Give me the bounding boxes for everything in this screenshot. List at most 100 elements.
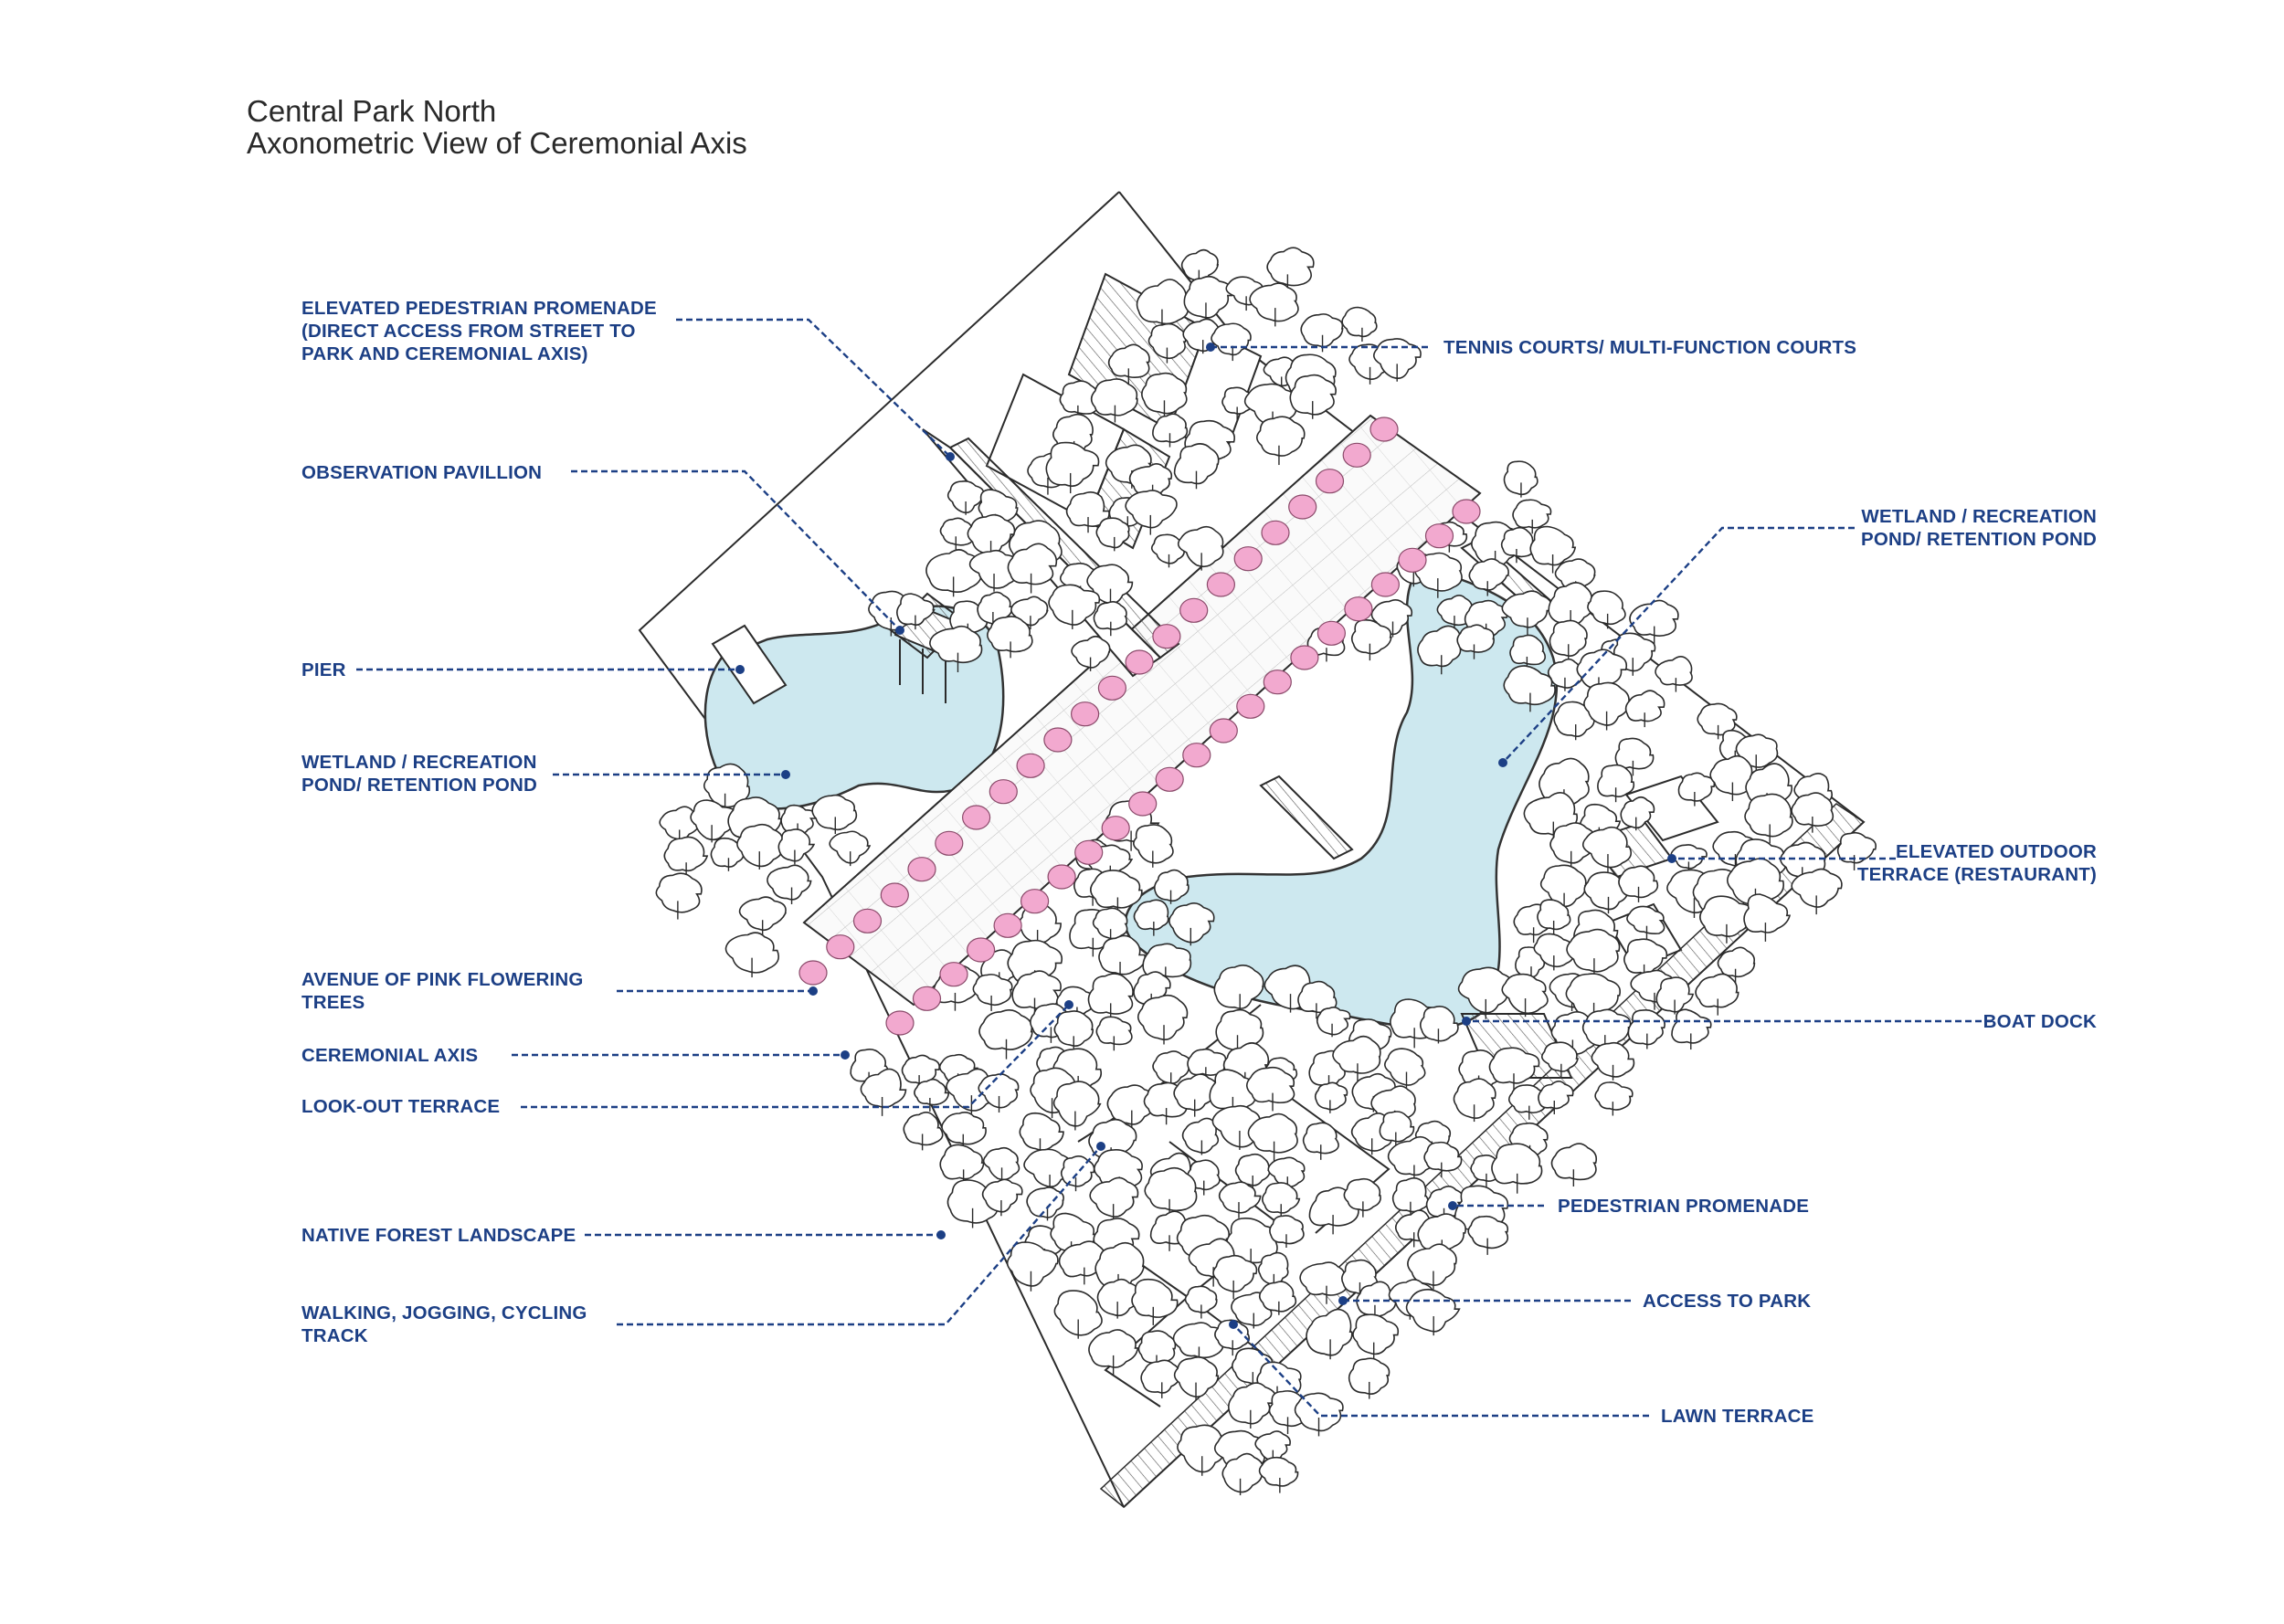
tree: [1214, 1319, 1250, 1356]
tree: [903, 1112, 944, 1151]
tree: [914, 1078, 950, 1112]
pink-tree-lower-row: [1263, 670, 1292, 695]
tree: [1006, 1241, 1059, 1292]
tree: [1249, 282, 1299, 327]
tree: [896, 593, 936, 630]
pink-tree-upper-row: [1016, 753, 1045, 778]
tree: [1744, 793, 1793, 844]
tree: [1168, 902, 1215, 946]
tree: [1026, 1186, 1064, 1221]
tree: [1538, 1081, 1574, 1115]
tree: [1488, 1047, 1540, 1092]
forest-trees: [655, 247, 1877, 1496]
pink-tree-lower-row: [1290, 645, 1319, 670]
tree: [1258, 1456, 1299, 1493]
label-boat-dock: BOAT DOCK: [1983, 1011, 2097, 1032]
pink-tree-lower-row: [1101, 816, 1130, 841]
tree: [1566, 928, 1621, 978]
tree: [1594, 1081, 1634, 1116]
tree: [1314, 1081, 1348, 1113]
tree: [1095, 1016, 1133, 1051]
tree: [655, 872, 703, 920]
tree: [1152, 1050, 1192, 1089]
tree: [1019, 1112, 1064, 1156]
tree: [1173, 443, 1220, 490]
tree: [1699, 895, 1754, 944]
tree: [1247, 1113, 1298, 1162]
label-wetland-left: WETLAND / RECREATION POND/ RETENTION PON…: [301, 752, 537, 796]
tree: [1266, 247, 1315, 294]
tree: [1384, 1048, 1426, 1088]
tree: [724, 932, 780, 978]
tree: [1137, 994, 1189, 1045]
tree: [978, 1073, 1020, 1113]
tree: [1173, 1355, 1220, 1400]
label-observation-pavillion: OBSERVATION PAVILLION: [301, 462, 543, 483]
tree: [1508, 1084, 1548, 1120]
tree: [1417, 1213, 1466, 1259]
label-walking-track: WALKING, JOGGING, CYCLING TRACK: [301, 1302, 587, 1346]
tree: [1316, 1006, 1351, 1038]
tree: [968, 549, 1019, 592]
tree: [1088, 1329, 1139, 1376]
tree: [929, 625, 983, 672]
tree: [1246, 1066, 1295, 1112]
tree: [1587, 590, 1626, 629]
tree: [1045, 441, 1100, 494]
tree: [1133, 824, 1174, 868]
tree: [925, 549, 982, 597]
tree: [811, 794, 858, 834]
tree: [1791, 792, 1835, 833]
leader-look-out-terrace: [521, 1004, 1070, 1109]
pink-tree-upper-row: [1070, 701, 1100, 727]
tree: [1060, 1155, 1095, 1192]
tree: [1614, 737, 1655, 776]
pink-tree-lower-row: [1236, 693, 1265, 719]
tree: [1065, 490, 1110, 533]
tree: [1547, 658, 1583, 691]
tree: [1052, 1081, 1102, 1131]
leader-walking-track: [617, 1145, 1102, 1326]
tree: [1107, 343, 1150, 385]
pink-tree-lower-row: [1398, 547, 1427, 573]
tree: [1152, 413, 1189, 448]
tree: [777, 828, 816, 865]
tree: [1010, 596, 1049, 629]
tree: [1407, 1243, 1457, 1291]
tree: [1419, 1006, 1459, 1044]
tree: [1677, 772, 1716, 807]
tree: [1341, 306, 1378, 342]
pink-tree-lower-row: [1047, 864, 1076, 890]
tree: [967, 513, 1016, 558]
tree: [1627, 1009, 1665, 1049]
label-elevated-pedestrian-promenade: ELEVATED PEDESTRIAN PROMENADE (DIRECT AC…: [301, 298, 657, 364]
tree: [1089, 1176, 1139, 1223]
tree: [1234, 1153, 1271, 1190]
tree: [1258, 1281, 1297, 1315]
tree: [1671, 1008, 1712, 1050]
label-pier: PIER: [301, 659, 346, 680]
tree: [1457, 966, 1515, 1019]
label-lawn-terrace: LAWN TERRACE: [1661, 1406, 1814, 1427]
tree: [1133, 899, 1169, 936]
pink-tree-lower-row: [993, 912, 1022, 938]
tree: [1540, 1041, 1579, 1079]
tree: [1791, 868, 1843, 915]
tree: [1503, 665, 1556, 712]
tree: [1218, 1181, 1262, 1218]
label-pedestrian-promenade: PEDESTRIAN PROMENADE: [1558, 1196, 1810, 1217]
tree: [1491, 1143, 1543, 1194]
tree: [1348, 1357, 1390, 1399]
tree: [1306, 1308, 1353, 1360]
tree: [1655, 976, 1695, 1015]
tree: [860, 1068, 907, 1116]
tree: [1221, 1452, 1264, 1496]
pink-tree-upper-row: [989, 779, 1018, 805]
tree: [1512, 499, 1552, 534]
label-elevated-outdoor-terrace: ELEVATED OUTDOOR TERRACE (RESTAURANT): [1856, 841, 2097, 885]
pink-tree-lower-row: [1452, 499, 1481, 524]
tree: [1183, 275, 1233, 322]
tree: [1501, 973, 1549, 1018]
tree: [1090, 870, 1143, 917]
